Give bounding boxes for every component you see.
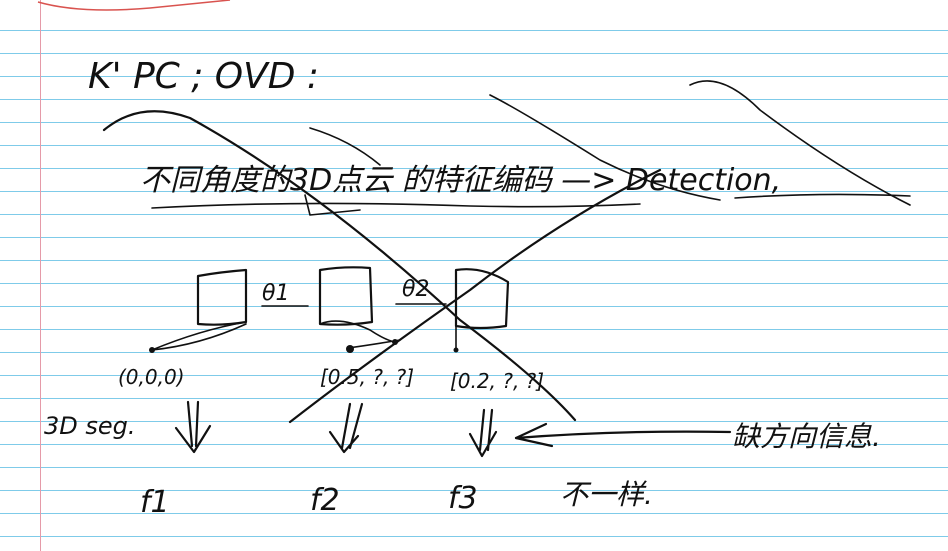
annotation-right: 缺方向信息.: [732, 420, 881, 453]
left-arrow-head: [514, 422, 554, 448]
sweep-stroke-5: [309, 127, 381, 166]
view-label-1: θ1: [262, 281, 289, 306]
coord-3: [0.2, ?, ?]: [450, 369, 544, 393]
feature-f3: f3: [448, 481, 478, 516]
view-box-1: [149, 268, 248, 353]
annotation-bottom: 不一样.: [560, 478, 653, 511]
title-line: K' PC ; OVD :: [88, 56, 319, 97]
view-box-2: [318, 266, 401, 353]
coord-2: [0.5, ?, ?]: [320, 365, 414, 389]
down-arrow-1: [174, 400, 212, 454]
feature-f2: f2: [310, 483, 340, 518]
sweep-stroke-1: [102, 110, 577, 422]
detection-underline: [734, 193, 911, 199]
coord-1: (0,0,0): [118, 365, 185, 389]
main-underline: [151, 202, 641, 209]
sweep-stroke-2: [288, 168, 662, 424]
sweep-stroke-4: [689, 80, 911, 206]
down-arrow-2: [328, 402, 364, 454]
view-label-2: θ2: [402, 277, 429, 302]
top-red-scribble: [37, 0, 231, 11]
feature-f1: f1: [140, 485, 170, 520]
down-arrow-3: [468, 408, 498, 458]
view-box-3: [453, 268, 510, 353]
sweep-stroke-3: [489, 94, 721, 201]
sweep-stroke-6: [304, 194, 361, 216]
main-line: 不同角度的3D点云 的特征编码 —> Detection,: [140, 163, 781, 198]
margin-line: [40, 0, 41, 551]
left-arrow: [514, 430, 732, 440]
seg-label: 3D seg.: [44, 412, 136, 440]
